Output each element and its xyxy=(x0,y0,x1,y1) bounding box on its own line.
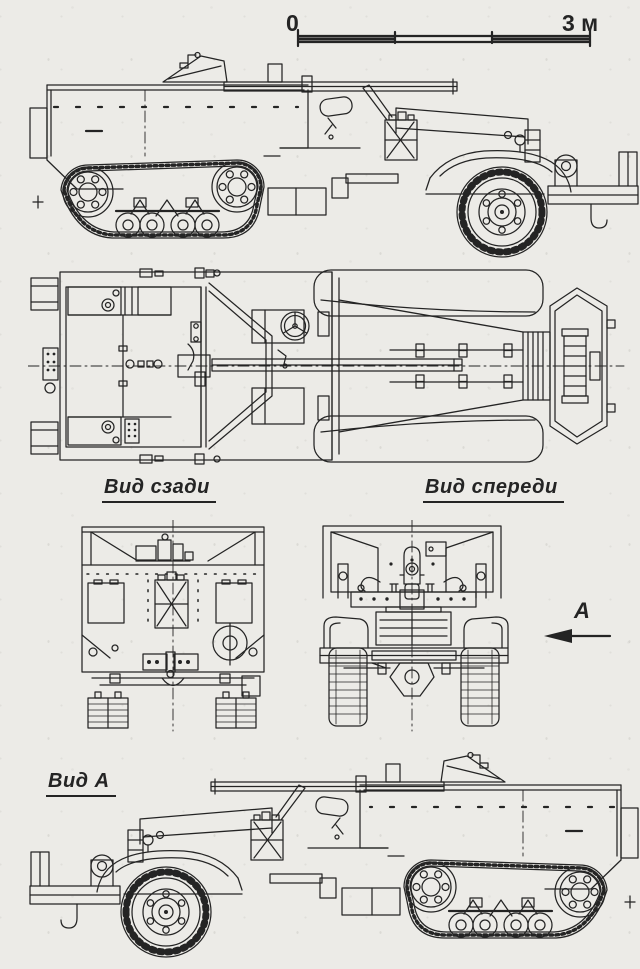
front-view-label: Вид спереди xyxy=(423,477,564,503)
headlight-icon xyxy=(338,571,348,581)
winch-roller xyxy=(554,154,578,178)
arrow-a-label: А xyxy=(574,598,590,623)
jerry-can-icon xyxy=(154,571,189,629)
view-a-label: Вид А xyxy=(46,771,116,797)
view-front xyxy=(319,520,509,732)
view-side-elevation xyxy=(29,51,639,258)
spare-wheel xyxy=(212,622,248,666)
gun-and-recoil-guard xyxy=(162,51,458,95)
seat xyxy=(319,96,353,117)
view-plan xyxy=(28,267,625,465)
windshield xyxy=(362,84,393,121)
rear-hull xyxy=(81,564,265,673)
headlight-icon xyxy=(476,571,486,581)
hull-top xyxy=(59,267,333,465)
running-board xyxy=(345,173,399,184)
cab-plan xyxy=(251,271,340,461)
front-fenders xyxy=(323,616,509,649)
jerry-can-icon xyxy=(384,111,418,161)
rear-pintle xyxy=(142,651,199,679)
front-bumper xyxy=(319,647,509,664)
rear-view-label: Вид сзади xyxy=(102,477,216,503)
view-direction-arrow-icon xyxy=(544,629,612,643)
radiator-grille xyxy=(375,606,452,646)
gun-plan xyxy=(177,354,463,378)
gun-shield-front xyxy=(322,525,502,599)
rear-shield xyxy=(81,526,265,566)
front-wheel xyxy=(456,166,548,258)
front-wheels xyxy=(328,647,500,727)
rear-bumperettes xyxy=(30,277,59,455)
armored-body xyxy=(29,84,309,209)
scale-bar xyxy=(296,28,592,48)
gun-shield-plan xyxy=(208,282,273,450)
scale-max-label: 3 м xyxy=(562,10,599,36)
track-assembly xyxy=(60,159,265,239)
cab xyxy=(279,84,393,149)
rear-tracks xyxy=(87,691,257,729)
tow-hook-icon xyxy=(590,203,608,229)
front-bumper-winch xyxy=(547,151,639,229)
front-fenders-plan xyxy=(313,269,544,463)
front-axle xyxy=(343,662,485,697)
front-frame-plan xyxy=(549,287,616,445)
front-fender xyxy=(429,150,572,193)
view-rear xyxy=(81,520,265,732)
scale-zero-label: 0 xyxy=(286,10,299,36)
horn-icon xyxy=(503,130,513,140)
rear-axle-frame xyxy=(91,673,261,697)
hood-and-front xyxy=(267,107,572,216)
view-side-elevation-mirrored xyxy=(28,748,640,969)
